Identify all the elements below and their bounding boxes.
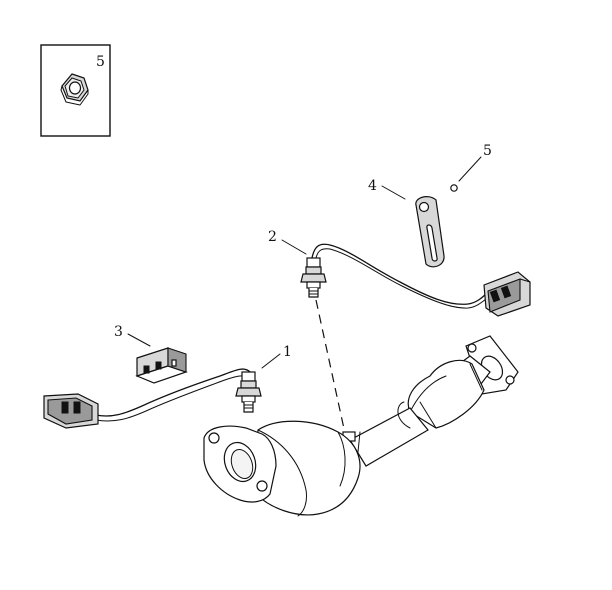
callout-5-inset: 5 (96, 54, 105, 70)
wire-clip: 3 (114, 324, 188, 384)
nut-inset: 5 (40, 44, 111, 137)
front-oxygen-sensor: 1 (43, 344, 292, 429)
catalytic-converter (203, 335, 519, 517)
mounting-bracket: 4 (368, 178, 445, 268)
install-guide-line (315, 299, 347, 439)
front-sensor-body (235, 371, 262, 413)
hex-nut-icon (60, 73, 89, 106)
rear-sensor-body (300, 257, 327, 298)
callout-1: 1 (283, 344, 292, 360)
callout-2: 2 (268, 229, 277, 245)
front-sensor-connector (43, 393, 99, 429)
callout-4: 4 (368, 178, 377, 194)
front-flange (203, 425, 277, 503)
rear-oxygen-sensor: 2 (268, 229, 531, 317)
rear-sensor-connector (483, 271, 531, 317)
washer: 5 (450, 143, 492, 192)
callout-5-washer: 5 (483, 143, 492, 159)
callout-3: 3 (114, 324, 123, 340)
